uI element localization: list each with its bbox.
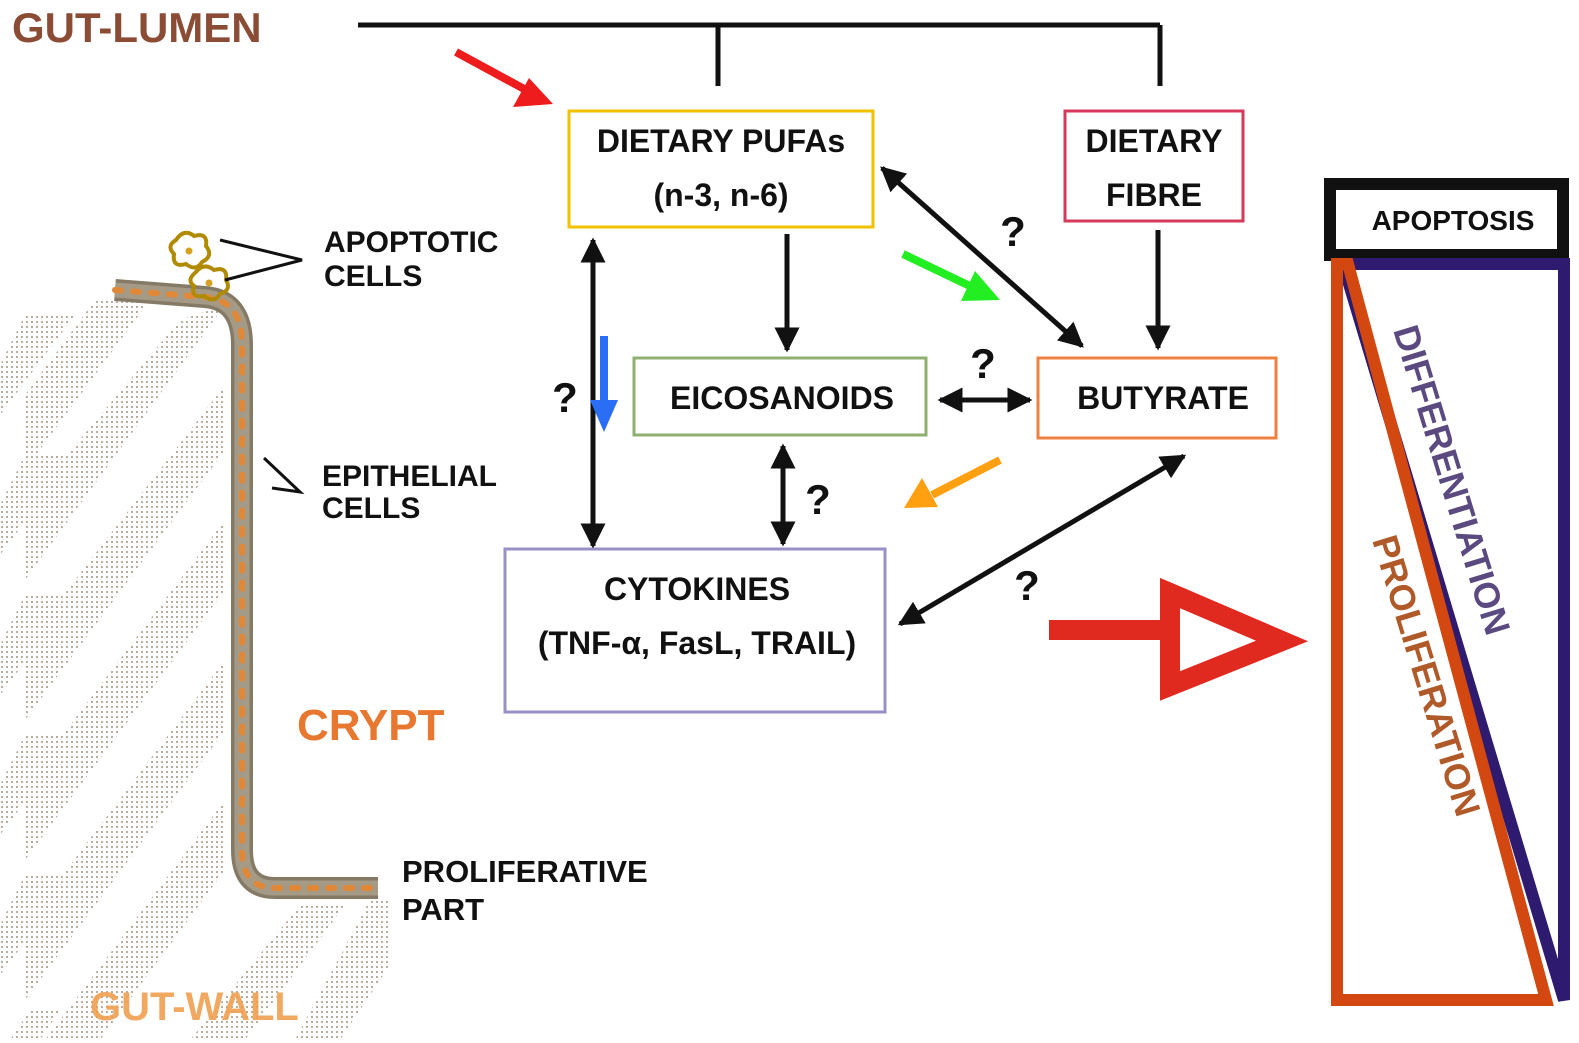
pufas-butyrate-arrow xyxy=(880,166,1084,348)
pathway-arrows xyxy=(580,166,1187,627)
eicosanoids-label: EICOSANOIDS xyxy=(670,380,894,416)
question-mark-eicosanoids-butyrate: ? xyxy=(970,340,996,387)
dietary-pufas-box: DIETARY PUFAs (n-3, n-6) xyxy=(567,109,875,229)
cytokines-line-2: (TNF-α, FasL, TRAIL) xyxy=(538,625,856,661)
epithelial-cells-label-1: EPITHELIAL xyxy=(322,460,497,493)
eicosanoids-box: EICOSANOIDS xyxy=(632,356,928,437)
question-mark-butyrate-cytokines: ? xyxy=(1014,562,1040,609)
apoptosis-label: APOPTOSIS xyxy=(1372,205,1535,236)
gut-wall-label: GUT-WALL xyxy=(90,985,299,1029)
dietary-fibre-line-1: DIETARY xyxy=(1086,123,1223,159)
proliferative-part-label-1: PROLIFERATIVE xyxy=(402,854,648,889)
question-mark-pufas-butyrate: ? xyxy=(1000,208,1026,255)
apoptotic-cells-label-2: CELLS xyxy=(324,260,422,293)
cytokines-box: CYTOKINES (TNF-α, FasL, TRAIL) xyxy=(503,547,887,714)
green-arrow xyxy=(901,250,1000,301)
apoptotic-cells-label-1: APOPTOTIC xyxy=(324,226,498,259)
orange-arrow xyxy=(904,456,1002,508)
proliferation-wedge xyxy=(1331,258,1554,1006)
dietary-fibre-line-2: FIBRE xyxy=(1106,177,1202,213)
butyrate-cytokines-arrow xyxy=(897,453,1187,627)
crypt-label: CRYPT xyxy=(297,701,445,750)
dietary-pufas-line-2: (n-3, n-6) xyxy=(653,177,788,213)
dietary-fibre-box: DIETARY FIBRE xyxy=(1063,109,1245,223)
question-mark-eicosanoids-cytokines: ? xyxy=(805,476,831,523)
red-arrow xyxy=(454,48,553,107)
gut-lumen-label: GUT-LUMEN xyxy=(12,4,262,51)
crypt-epithelium xyxy=(112,279,381,899)
outcome-arrow xyxy=(1049,577,1309,701)
blue-arrow xyxy=(590,336,618,432)
question-mark-pufas-cytokines: ? xyxy=(552,374,578,421)
gut-lumen-bracket xyxy=(358,22,1163,86)
butyrate-label: BUTYRATE xyxy=(1077,380,1249,416)
gut-wall-hatching xyxy=(0,300,390,1040)
dietary-pufas-line-1: DIETARY PUFAs xyxy=(597,123,845,159)
butyrate-box: BUTYRATE xyxy=(1036,356,1278,440)
cytokines-line-1: CYTOKINES xyxy=(604,571,790,607)
differentiation-wedge xyxy=(1334,258,1570,1002)
epithelial-cells-label-2: CELLS xyxy=(322,492,420,525)
proliferative-part-label-2: PART xyxy=(402,892,484,927)
cell-fate-panel: APOPTOSIS DIFFERENTIATION PROLIFERATION xyxy=(1324,178,1570,1006)
label-pointers xyxy=(219,238,305,495)
apoptotic-cells-icon xyxy=(168,230,230,302)
